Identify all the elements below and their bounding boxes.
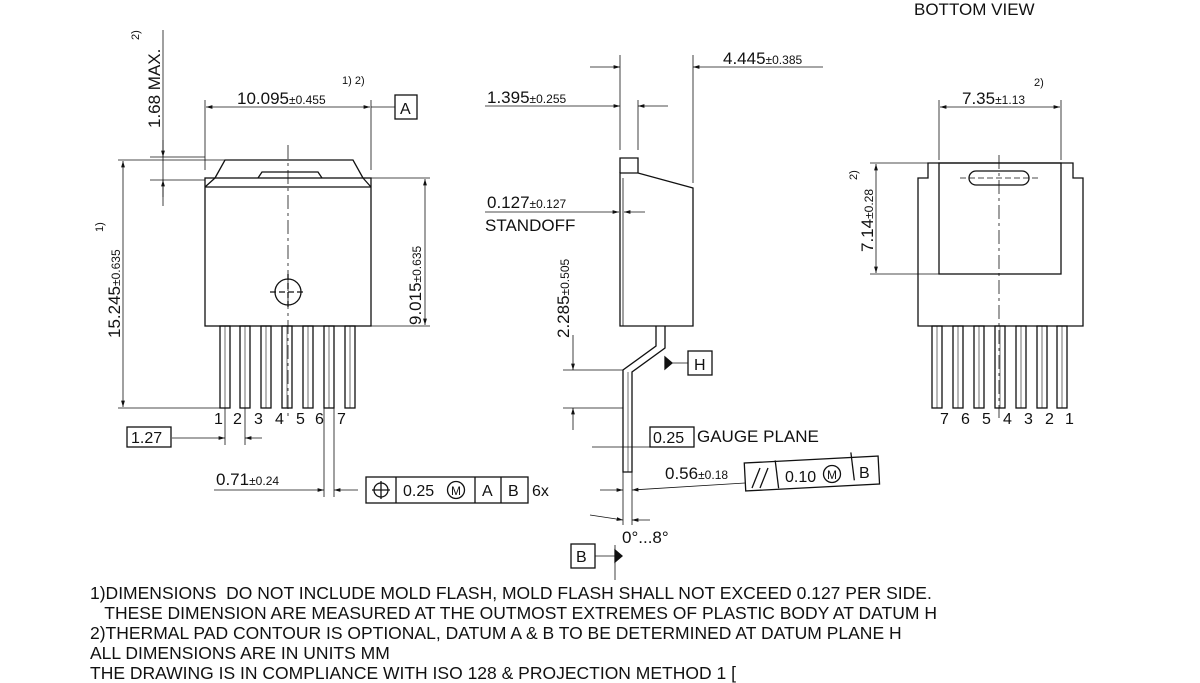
dim-maxheight: 1.68 MAX. <box>145 49 164 128</box>
parallel-modifier: M <box>827 468 837 482</box>
dim-pad-height-note: 2) <box>848 170 860 180</box>
note-line: THESE DIMENSION ARE MEASURED AT THE OUTM… <box>90 603 937 623</box>
dim-body: 9.015±0.635 <box>406 246 425 325</box>
dim-height-note: 1) <box>94 222 106 232</box>
fcf-datum-b: B <box>508 483 519 500</box>
front-view <box>118 30 529 504</box>
bottom-pins <box>931 325 1068 409</box>
note-line: 1)DIMENSIONS DO NOT INCLUDE MOLD FLASH, … <box>90 583 932 603</box>
pin-number: 4 <box>275 411 284 428</box>
side-lead <box>622 326 666 473</box>
dim-width: 10.095±0.455 <box>237 89 326 108</box>
front-pin-numbers: 1 2 3 4 5 6 7 <box>214 411 346 428</box>
dim-pitch: 1.27 <box>131 430 162 447</box>
datum-a-box <box>394 94 418 120</box>
datum-a-label: A <box>400 101 411 118</box>
pin-number: 3 <box>1024 411 1033 428</box>
parallelism-fcf <box>743 455 881 492</box>
dim-height: 15.245±0.635 <box>105 249 124 338</box>
note-line: ALL DIMENSIONS ARE IN UNITS MM <box>90 643 390 663</box>
parallel-datum: B <box>859 465 870 482</box>
dim-tab-depth: 1.395±0.255 <box>487 88 566 107</box>
datum-b-label: B <box>576 549 587 566</box>
pin-number: 3 <box>254 411 263 428</box>
bottom-pin-numbers: 7 6 5 4 3 2 1 <box>940 411 1074 428</box>
pin-number: 4 <box>1003 411 1012 428</box>
gauge-value: 0.25 <box>653 430 684 447</box>
bottom-view-label: BOTTOM VIEW <box>914 0 1035 19</box>
dim-pad-width: 7.35±1.13 <box>962 89 1025 108</box>
dim-width-note: 1) 2) <box>342 75 365 87</box>
fcf-count: 6x <box>532 483 549 500</box>
dim-lead-height: 2.285±0.505 <box>554 259 573 338</box>
pin-number: 1 <box>1065 411 1074 428</box>
side-tab <box>619 157 639 173</box>
dim-lead-width: 0.71±0.24 <box>216 470 279 489</box>
front-pins <box>219 325 356 409</box>
parallel-tolerance: 0.10 <box>785 469 816 486</box>
dim-pad-height: 7.14±0.28 <box>858 189 877 252</box>
pitch-box <box>126 426 172 448</box>
note-line: THE DRAWING IS IN COMPLIANCE WITH ISO 12… <box>90 663 736 683</box>
side-view <box>485 55 881 580</box>
datum-b-box <box>570 543 596 569</box>
note-line: 2)THERMAL PAD CONTOUR IS OPTIONAL, DATUM… <box>90 623 902 643</box>
pin-number: 6 <box>961 411 970 428</box>
datum-h-label: H <box>694 357 706 374</box>
dim-maxheight-note: 2) <box>130 30 142 40</box>
datum-h-box <box>687 350 713 376</box>
fcf-datum-a: A <box>482 483 493 500</box>
gauge-box <box>649 426 695 448</box>
angle-range: 0°...8° <box>622 528 669 547</box>
side-body <box>619 172 694 327</box>
notes-block: 1)DIMENSIONS DO NOT INCLUDE MOLD FLASH, … <box>90 583 1190 683</box>
front-tab-outline <box>214 159 364 179</box>
pin-number: 2 <box>233 411 242 428</box>
fcf-tolerance: 0.25 <box>403 483 434 500</box>
dim-foot-length: 0.56±0.18 <box>665 464 728 483</box>
pin-number: 7 <box>337 411 346 428</box>
pin-number: 5 <box>296 411 305 428</box>
front-tab-slot <box>257 171 323 179</box>
pin-number: 7 <box>940 411 949 428</box>
pin-number: 2 <box>1045 411 1054 428</box>
pin-number: 1 <box>214 411 223 428</box>
position-fcf <box>365 476 529 504</box>
pin-number: 6 <box>315 411 324 428</box>
dim-standoff: 0.127±0.127 <box>487 193 566 212</box>
gauge-plane-label: GAUGE PLANE <box>697 427 819 446</box>
dim-total-depth: 4.445±0.385 <box>723 49 802 68</box>
dim-pad-width-note: 2) <box>1034 77 1044 89</box>
thermal-pad <box>938 162 1062 275</box>
fcf-modifier: M <box>451 484 461 498</box>
bottom-body-outline <box>917 162 1084 327</box>
bottom-view <box>870 100 1084 418</box>
standoff-label: STANDOFF <box>485 216 575 235</box>
pin-number: 5 <box>982 411 991 428</box>
